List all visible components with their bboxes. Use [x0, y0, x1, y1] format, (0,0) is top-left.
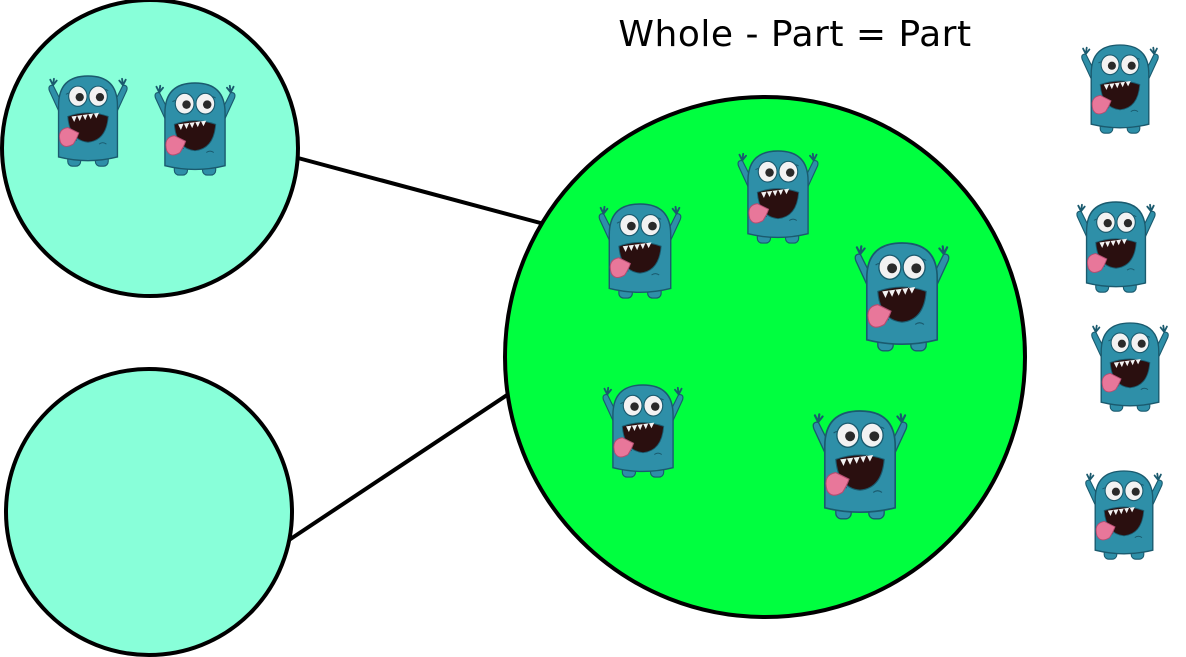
monster-icon [1084, 470, 1164, 561]
monster-icon [1075, 201, 1157, 294]
connector-bottom [284, 391, 512, 544]
connector-top [297, 156, 549, 227]
page-title: Whole - Part = Part [618, 14, 972, 55]
part-circle-bottom [4, 367, 294, 657]
monster-icon [1090, 322, 1170, 413]
part-circle-top [0, 0, 300, 298]
monster-icon [1080, 44, 1160, 135]
